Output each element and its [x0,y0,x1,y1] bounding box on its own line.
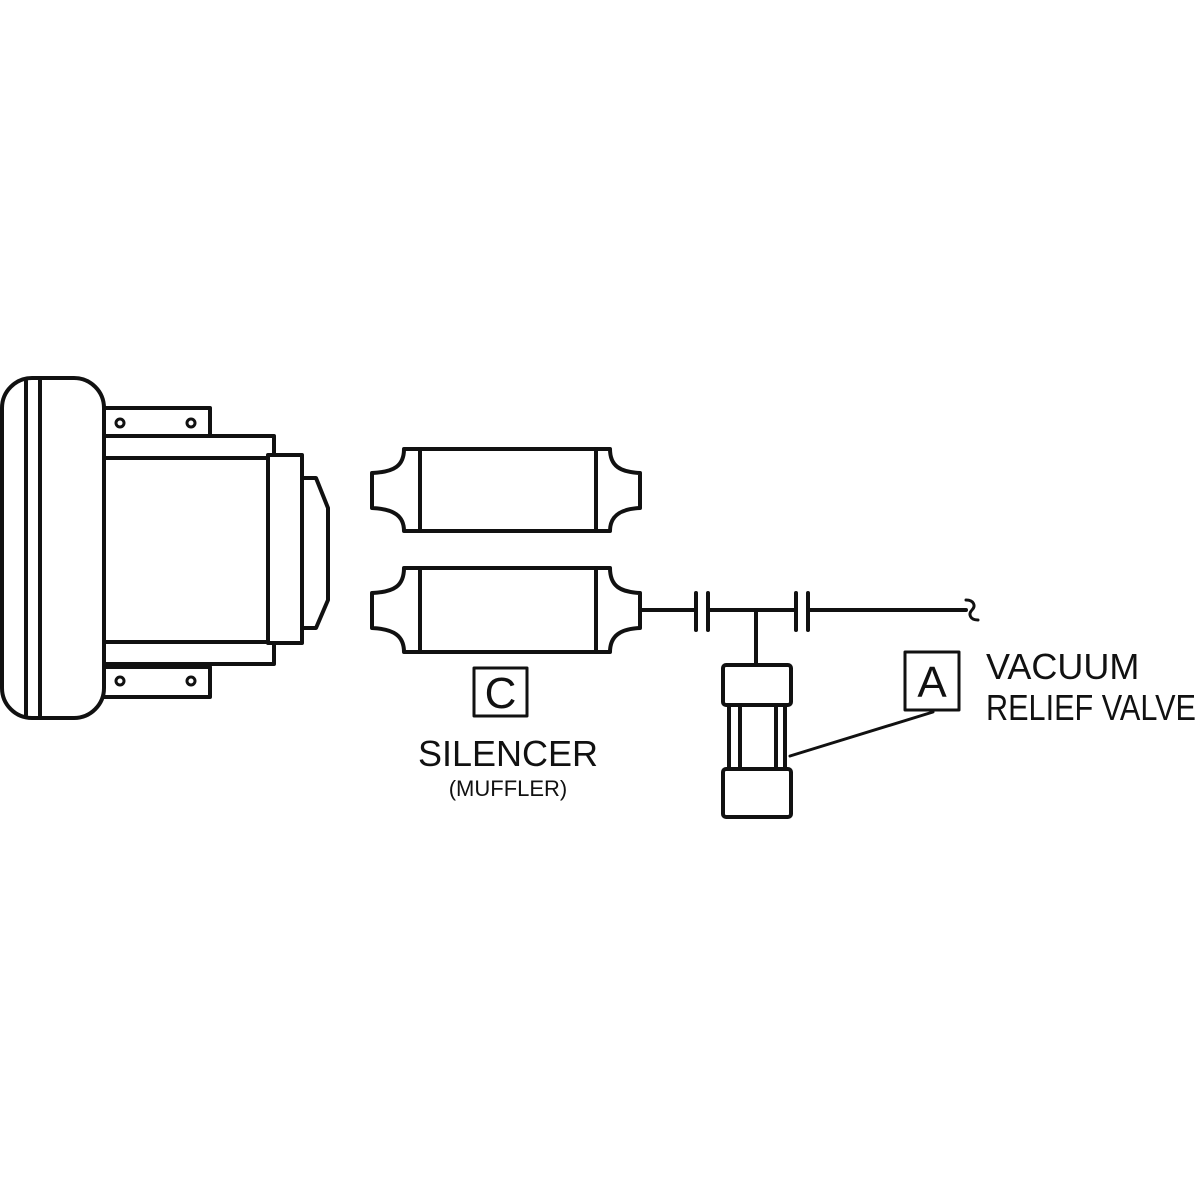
blower-outlet-flange [266,453,304,645]
piping [638,591,980,667]
mounting-bracket-bottom [96,665,212,699]
valve-code-box [903,650,961,712]
blower-unit [0,376,330,720]
valve-leader-line [788,710,935,758]
valve-label: A VACUUM RELIEF VALVE [903,646,1196,728]
blower-body [94,434,276,666]
vacuum-relief-valve [721,663,793,819]
blower-outlet-nozzle [300,476,330,630]
silencer-code: C [485,669,517,718]
silencer-name: SILENCER [418,733,598,774]
valve-code: A [917,658,947,707]
valve-name-line2: RELIEF VALVE [986,687,1196,728]
mounting-bracket-top [96,406,212,440]
silencer-upper [370,447,642,533]
silencer-code-box [472,666,529,718]
silencer-lower [370,566,642,654]
silencer-subtitle: (MUFFLER) [449,776,568,801]
valve-name-line1: VACUUM [986,646,1139,687]
pipe-break-icon [964,598,980,622]
silencer-label: C SILENCER (MUFFLER) [418,666,598,801]
blower-housing [0,376,106,720]
